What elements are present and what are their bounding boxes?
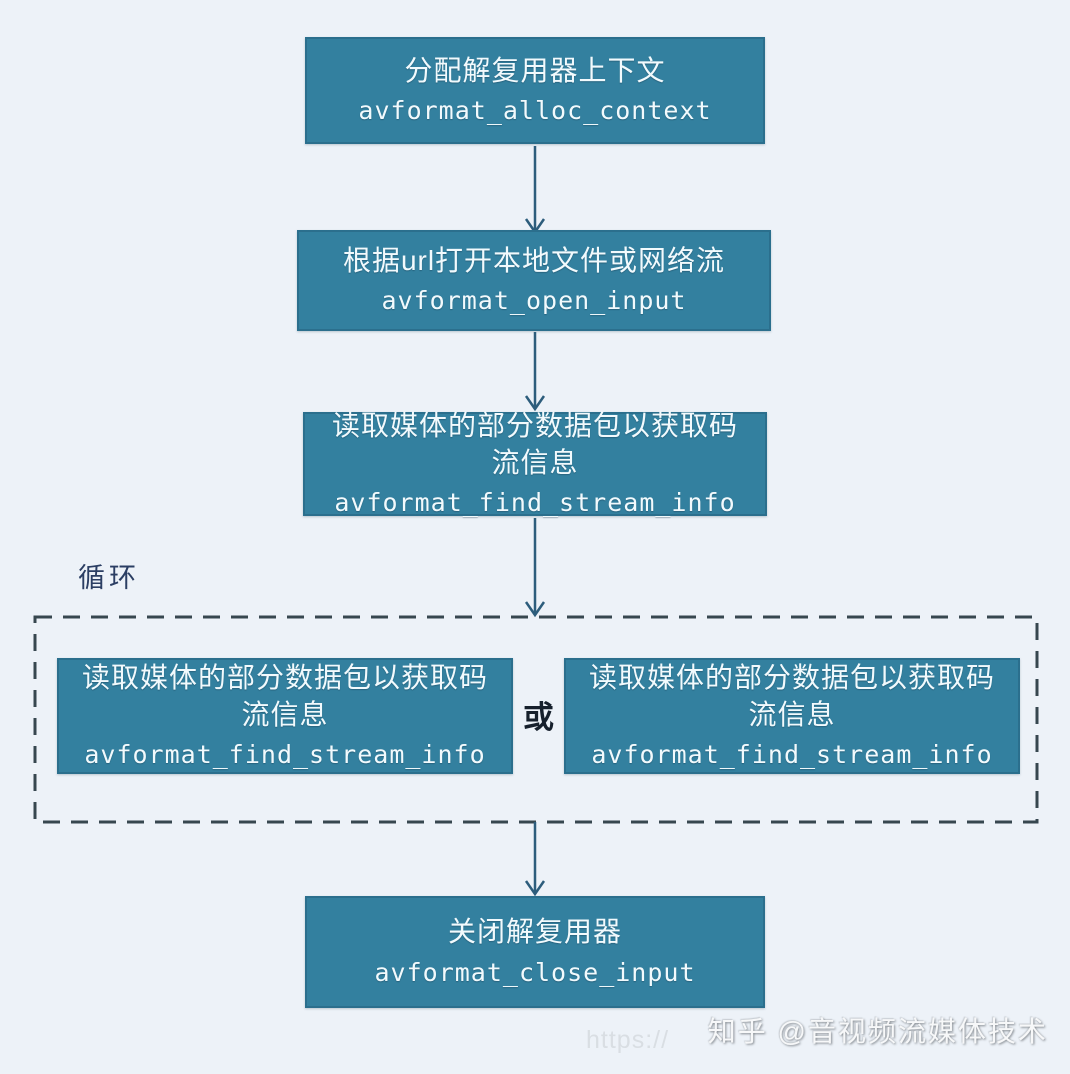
arrow-down-1 [524, 146, 546, 235]
node-label: 分配解复用器上下文 [404, 54, 666, 86]
arrow-down-4 [524, 822, 546, 897]
arrow-down-2 [524, 332, 546, 412]
node-code: avformat_find_stream_info [84, 739, 486, 769]
node-code: avformat_find_stream_info [591, 739, 993, 769]
node-loop-right: 读取媒体的部分数据包以获取码 流信息 avformat_find_stream_… [564, 658, 1020, 774]
node-loop-left: 读取媒体的部分数据包以获取码 流信息 avformat_find_stream_… [57, 658, 513, 774]
node-label: 读取媒体的部分数据包以获取码 流信息 [331, 410, 738, 478]
node-find-stream-info: 读取媒体的部分数据包以获取码 流信息 avformat_find_stream_… [303, 410, 767, 517]
or-label: 或 [523, 700, 554, 735]
node-code: avformat_find_stream_info [334, 487, 736, 517]
watermark-brand: 知乎 @音视频流媒体技术 [707, 1016, 1048, 1047]
node-label: 根据url打开本地文件或网络流 [342, 244, 726, 276]
node-alloc-context: 分配解复用器上下文 avformat_alloc_context [305, 37, 765, 144]
watermark-url: https:// [586, 1026, 670, 1054]
loop-label: 循环 [78, 563, 140, 593]
node-close-input: 关闭解复用器 avformat_close_input [305, 896, 765, 1008]
arrow-down-3 [524, 518, 546, 618]
node-code: avformat_open_input [381, 286, 687, 316]
node-code: avformat_close_input [374, 957, 696, 987]
node-open-input: 根据url打开本地文件或网络流 avformat_open_input [297, 230, 771, 331]
node-label: 读取媒体的部分数据包以获取码 流信息 [588, 662, 995, 730]
node-code: avformat_alloc_context [358, 96, 712, 126]
node-label: 关闭解复用器 [447, 916, 622, 948]
node-label: 读取媒体的部分数据包以获取码 流信息 [81, 662, 488, 730]
